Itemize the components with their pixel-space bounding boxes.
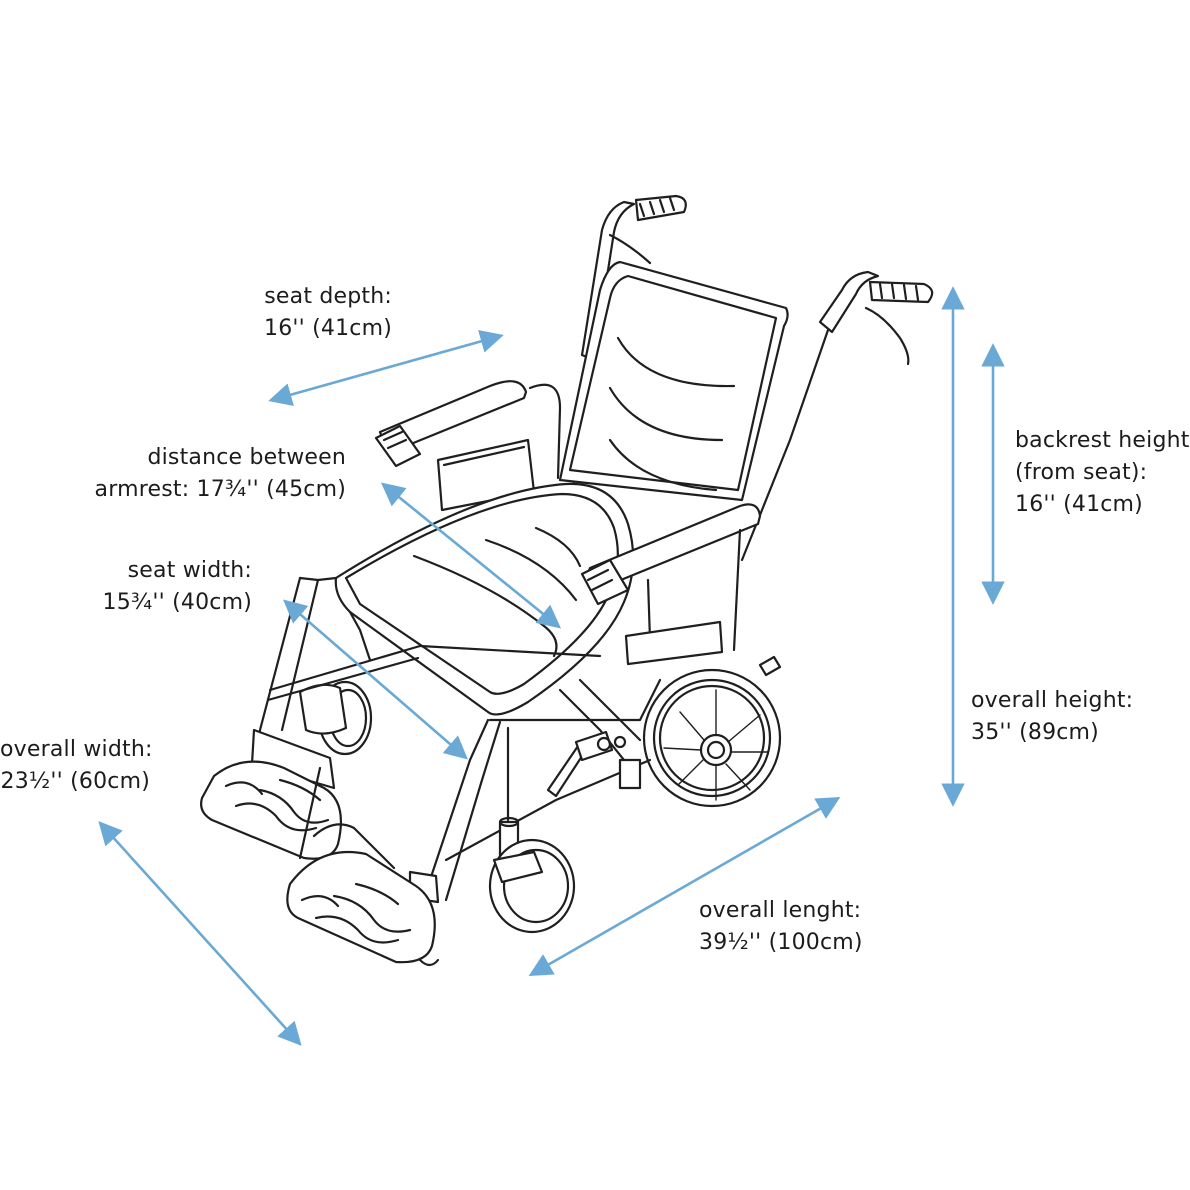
- backrest-height-value: 16'' (41cm): [1015, 492, 1143, 517]
- seat: [334, 482, 635, 716]
- backrest-height-subtitle: (from seat):: [1015, 460, 1148, 485]
- armrest-distance-value: armrest: 17¾'' (45cm): [94, 477, 346, 502]
- left-footrest: [200, 728, 342, 860]
- overall-width-value: 23½'' (60cm): [0, 769, 150, 794]
- armrest-distance-title: distance between: [147, 445, 346, 470]
- seat-depth-title: seat depth:: [264, 284, 392, 309]
- armrest-distance-label: distance between armrest: 17¾'' (45cm): [90, 442, 346, 506]
- rear-wheel: [642, 655, 782, 808]
- front-caster: [488, 816, 576, 934]
- armrest-distance-arrow: [380, 482, 562, 629]
- seat-depth-label: seat depth: 16'' (41cm): [230, 281, 392, 345]
- dimension-arrows: [98, 286, 1005, 1046]
- rear-left-wheel: [298, 680, 373, 756]
- backrest-height-label: backrest height (from seat): 16'' (41cm): [1015, 425, 1190, 521]
- seat-width-label: seat width: 15¾'' (40cm): [100, 555, 252, 619]
- brake-lever: [546, 730, 642, 798]
- right-footrest: [286, 823, 440, 967]
- seat-width-title: seat width:: [127, 558, 252, 583]
- seat-width-value: 15¾'' (40cm): [102, 590, 252, 615]
- overall-height-title: overall height:: [971, 688, 1134, 713]
- overall-width-arrow: [98, 821, 302, 1046]
- overall-width-title: overall width:: [0, 737, 153, 762]
- backrest: [558, 260, 789, 502]
- overall-length-arrow: [528, 797, 841, 976]
- overall-height-label: overall height: 35'' (89cm): [971, 685, 1171, 749]
- seat-depth-arrow: [268, 330, 504, 406]
- overall-height-value: 35'' (89cm): [971, 720, 1099, 745]
- seat-width-arrow: [283, 599, 468, 760]
- backrest-height-title: backrest height: [1015, 428, 1190, 453]
- overall-length-title: overall lenght:: [699, 898, 862, 923]
- overall-width-label: overall width: 23½'' (60cm): [0, 734, 153, 798]
- overall-length-label: overall lenght: 39½'' (100cm): [699, 895, 899, 959]
- right-armrest: [580, 503, 762, 666]
- seat-depth-value: 16'' (41cm): [264, 316, 392, 341]
- overall-length-value: 39½'' (100cm): [699, 930, 863, 955]
